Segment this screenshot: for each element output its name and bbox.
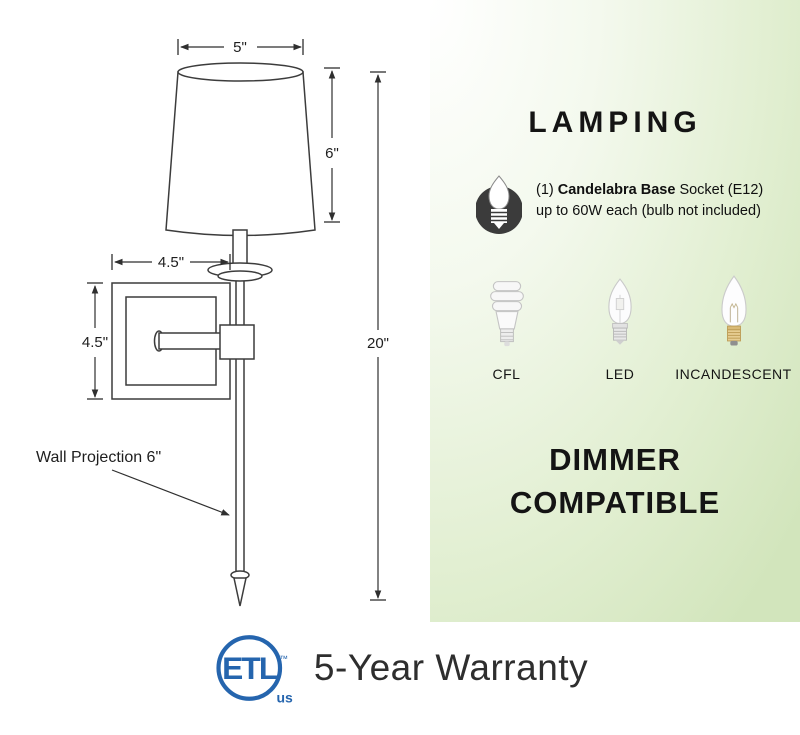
dim-shade-height: 6" [325, 145, 339, 162]
arm-block [219, 324, 255, 360]
arm [158, 332, 222, 350]
incandescent-bulb-icon [720, 275, 747, 346]
bulb-led: LED [564, 266, 677, 382]
cfl-bulb-icon [489, 281, 524, 347]
bulb-label-cfl: CFL [492, 366, 521, 382]
dim-shade-width: 5" [233, 39, 247, 56]
footer: ETL ™ us 5-Year Warranty [0, 626, 800, 710]
etl-letters: ETL [222, 650, 278, 686]
bulb-label-led: LED [605, 366, 635, 382]
lamp-shade [165, 71, 316, 237]
dimmer-compatible-text: DIMMER COMPATIBLE [430, 438, 800, 524]
sconce-dimension-diagram: 5" 6" 4.5" 4.5" 20" Wall Projection 6" [36, 39, 389, 607]
bulb-cfl: CFL [450, 266, 563, 382]
lamping-panel: LAMPING (1) Candelabra Base Socket (E12)… [430, 0, 800, 622]
dimmer-line2: COMPATIBLE [509, 485, 721, 520]
wall-projection-label: Wall Projection 6" [36, 449, 161, 466]
socket-description: (1) Candelabra Base Socket (E12) up to 6… [536, 180, 763, 222]
sconce-fixture [111, 62, 316, 607]
compatible-bulbs-row: CFL LED [450, 266, 792, 382]
lamping-title: LAMPING [528, 106, 702, 139]
candelabra-socket-icon [476, 175, 522, 234]
dimmer-line1: DIMMER [549, 442, 681, 477]
lamp-shade-top [177, 62, 304, 82]
etl-listed-logo: ETL ™ us [216, 635, 293, 705]
bulb-incandescent: INCANDESCENT [675, 266, 792, 382]
dim-total-height: 20" [367, 335, 389, 352]
bobeche-lower [217, 270, 263, 282]
dimension-lines [91, 43, 382, 599]
socket-info-row: (1) Candelabra Base Socket (E12) up to 6… [476, 166, 763, 236]
dim-plate-height: 4.5" [82, 334, 108, 351]
etl-us-label: us [276, 689, 293, 705]
etl-trademark: ™ [279, 653, 287, 663]
stem [235, 267, 245, 574]
finial-tip [233, 577, 247, 607]
dimension-ticks [87, 39, 386, 601]
socket-line1: (1) Candelabra Base Socket (E12) [536, 182, 764, 198]
socket-line2: up to 60W each (bulb not included) [536, 203, 761, 219]
dim-arm-width: 4.5" [158, 254, 184, 271]
led-bulb-icon [608, 278, 632, 345]
bulb-label-incandescent: INCANDESCENT [675, 366, 792, 382]
warranty-text: 5-Year Warranty [313, 647, 589, 688]
